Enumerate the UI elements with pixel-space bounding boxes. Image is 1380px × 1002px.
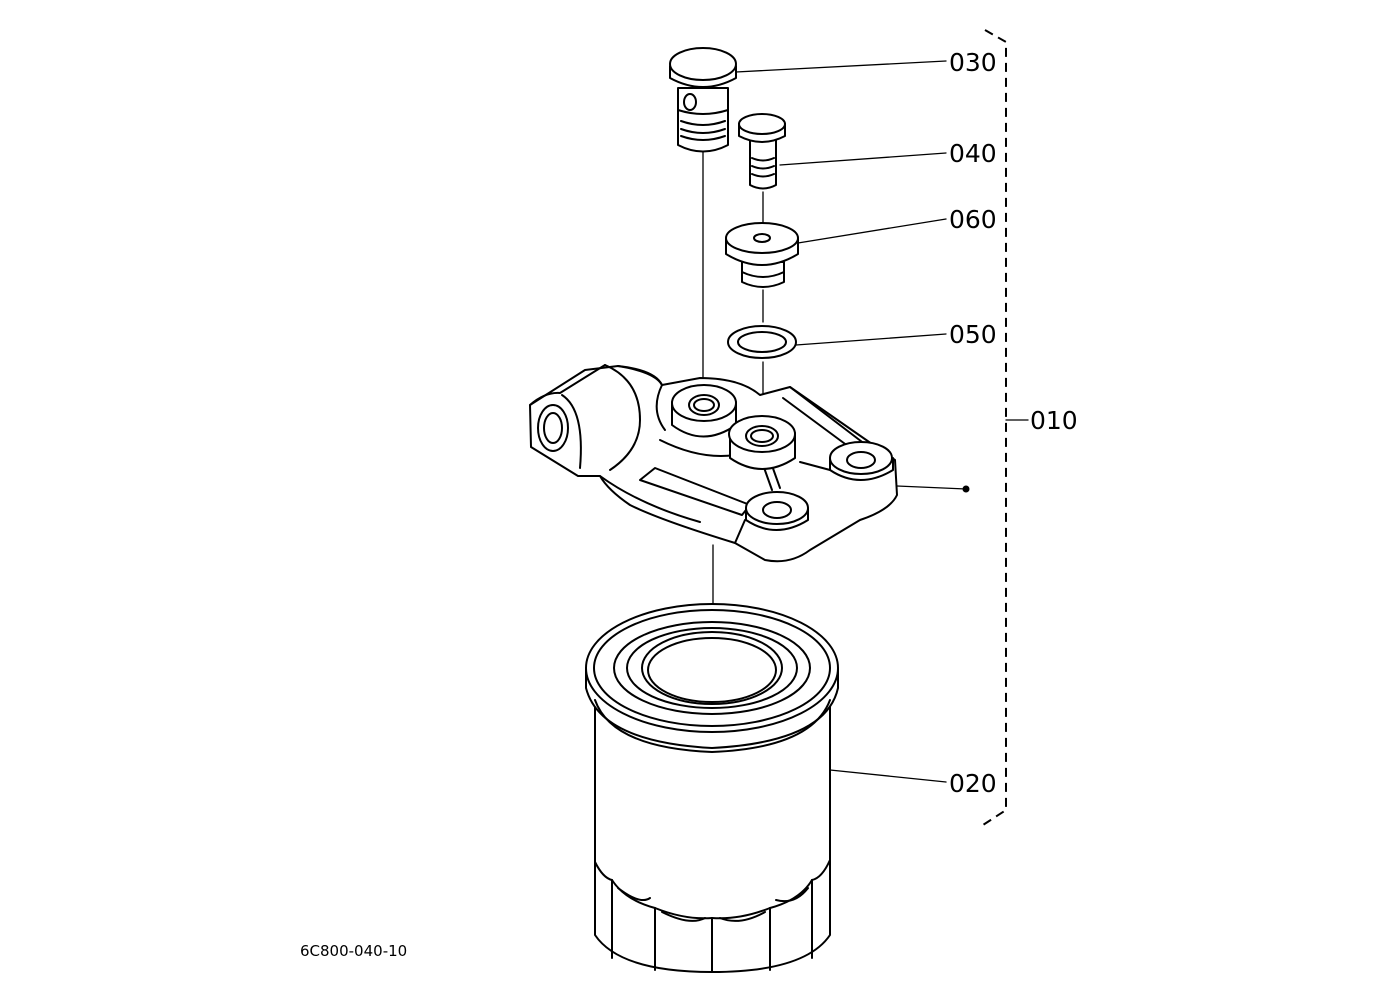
part-020-filter-cartridge bbox=[585, 603, 839, 973]
callout-020: 020 bbox=[949, 769, 997, 798]
callout-060: 060 bbox=[949, 205, 997, 234]
leader-head-dot bbox=[962, 485, 970, 493]
callout-050: 050 bbox=[949, 320, 997, 349]
part-030-banjo-bolt bbox=[669, 47, 737, 153]
callout-040: 040 bbox=[949, 139, 997, 168]
part-060-nut bbox=[725, 222, 799, 288]
leader-020 bbox=[829, 769, 947, 783]
leader-040 bbox=[779, 152, 947, 166]
leader-050 bbox=[795, 333, 947, 346]
leader-head bbox=[896, 485, 967, 490]
leader-030 bbox=[735, 60, 947, 73]
callout-030: 030 bbox=[949, 48, 997, 77]
filter-head-bracket bbox=[529, 364, 898, 563]
callout-010: 010 bbox=[1030, 406, 1078, 435]
part-050-gasket bbox=[727, 325, 797, 359]
part-040-bolt bbox=[738, 113, 786, 190]
drawing-code: 6C800-040-10 bbox=[300, 942, 407, 960]
assembly-bracket-010 bbox=[982, 29, 1007, 826]
leader-060 bbox=[797, 218, 947, 244]
